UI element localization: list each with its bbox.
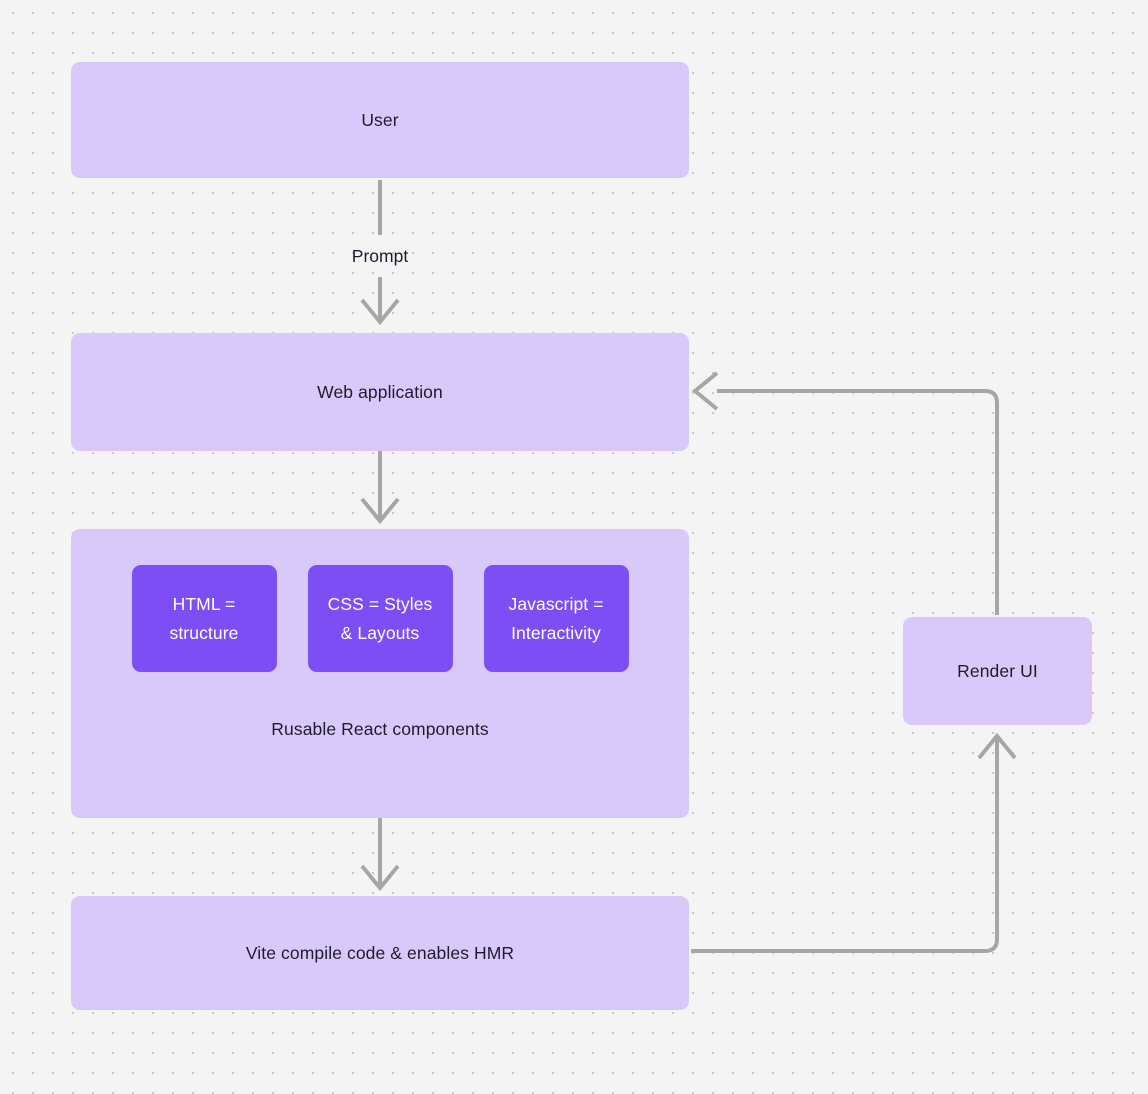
- edge-label-prompt-text: Prompt: [351, 246, 409, 266]
- node-vite-label: Vite compile code & enables HMR: [245, 942, 515, 963]
- node-javascript-label-line1: Javascript =: [508, 593, 604, 614]
- arrowhead-web-to-components: [360, 497, 400, 525]
- edge-render-to-web: [717, 389, 999, 615]
- node-user-label: User: [361, 109, 399, 130]
- node-javascript-label-line2: Interactivity: [511, 622, 601, 643]
- node-css-label-line1: CSS = Styles: [327, 593, 433, 614]
- arrowhead-vite-to-render: [977, 732, 1017, 760]
- node-html-label-line1: HTML =: [172, 593, 236, 614]
- node-render-ui-label: Render UI: [957, 660, 1038, 681]
- arrowhead-components-to-vite: [360, 864, 400, 892]
- arrowhead-render-to-web: [691, 371, 719, 411]
- node-html-label-line2: structure: [169, 622, 239, 643]
- node-components-group-label: Rusable React components: [71, 719, 689, 740]
- node-web-application[interactable]: Web application: [71, 333, 689, 451]
- node-user[interactable]: User: [71, 62, 689, 178]
- node-render-ui[interactable]: Render UI: [903, 617, 1092, 725]
- edge-vite-to-render: [691, 738, 999, 953]
- node-components-group[interactable]: HTML = structure CSS = Styles & Layouts …: [71, 529, 689, 818]
- components-row: HTML = structure CSS = Styles & Layouts …: [71, 565, 689, 672]
- node-web-application-label: Web application: [317, 381, 443, 402]
- node-css-label-line2: & Layouts: [340, 622, 420, 643]
- arrowhead-prompt-to-web: [360, 298, 400, 326]
- edge-label-prompt: Prompt: [330, 246, 430, 267]
- node-components-group-label-text: Rusable React components: [271, 719, 489, 739]
- node-vite[interactable]: Vite compile code & enables HMR: [71, 896, 689, 1010]
- node-javascript[interactable]: Javascript = Interactivity: [483, 565, 629, 672]
- node-html[interactable]: HTML = structure: [131, 565, 277, 672]
- node-css[interactable]: CSS = Styles & Layouts: [307, 565, 453, 672]
